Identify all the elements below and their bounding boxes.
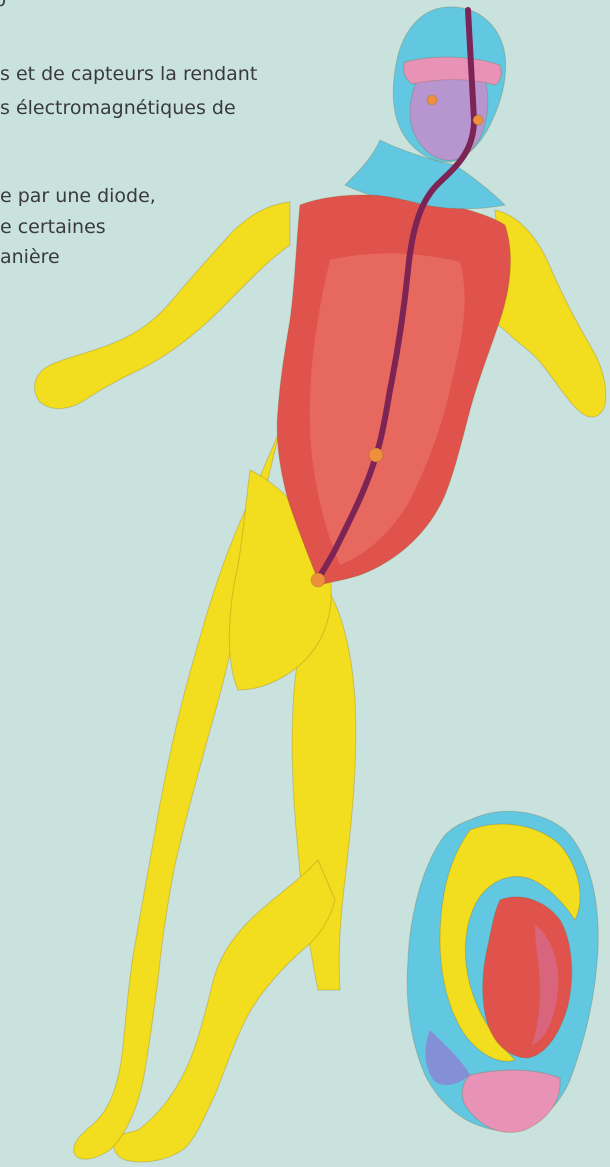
point-forehead [473,115,483,125]
left-arm [35,202,290,409]
point-cheek [427,95,437,105]
ear-illustration [407,811,598,1132]
point-abdomen [369,448,383,462]
point-pelvis [311,573,325,587]
